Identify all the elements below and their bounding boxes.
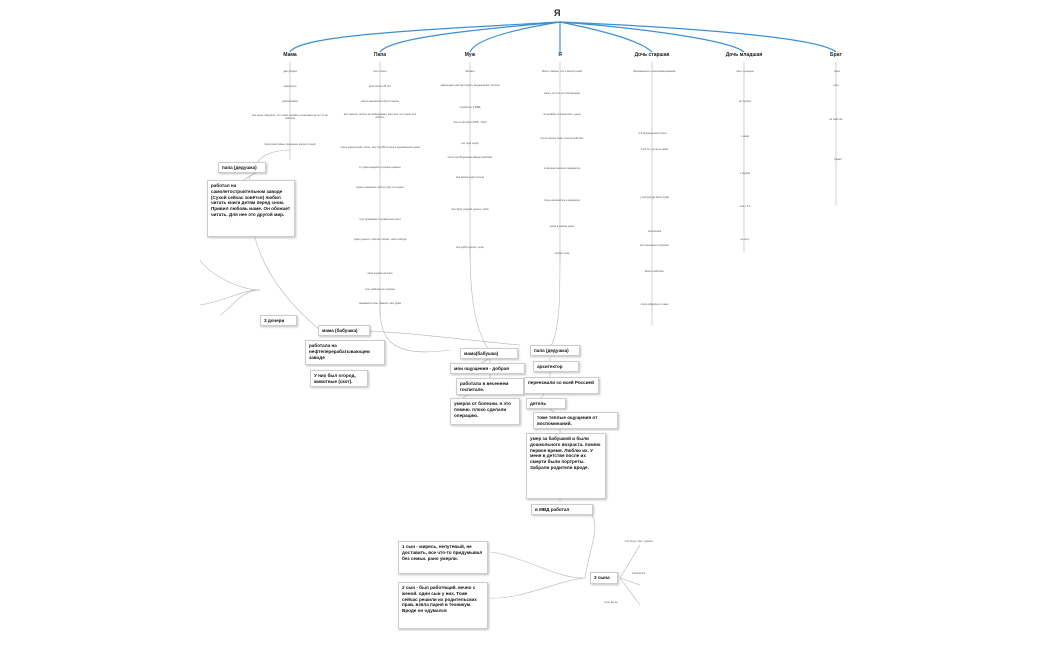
dst-node[interactable]: в 15 лет ушла из дома (640, 148, 669, 151)
col-papa[interactable]: Папа (373, 52, 387, 58)
grandpa-maternal-desc[interactable]: работал на самолетостроительном заводе (… (207, 180, 295, 237)
ya-node[interactable]: много тех кто на собственную (544, 92, 580, 95)
papa-node[interactable]: очень энергичный, очень, ему под 85 он е… (340, 146, 420, 149)
muzh-node[interactable]: все добро делал, один (456, 246, 484, 249)
worked-hospital-card[interactable]: работала в весеннем госпитале. (456, 378, 524, 395)
garden-card[interactable]: У них был огород, животные (скот). (310, 370, 368, 387)
mama-node[interactable]: два уборка (283, 70, 297, 73)
ya-node[interactable]: я начинал начинал занимался (543, 167, 581, 170)
warm-feelings-card[interactable]: тоже теплые ощущения от воспоминаний. (533, 412, 618, 429)
side-note[interactable]: 1 не было, был, уехала (624, 540, 653, 543)
grandma-paternal-card[interactable]: мама (бабушка) (318, 325, 370, 336)
mama-node[interactable]: домохозяйка (282, 100, 298, 103)
three-daughters-card[interactable]: 3 дочери (260, 315, 297, 326)
mvd-card[interactable]: в МВД работал (531, 504, 593, 515)
grandma-paternal-desc[interactable]: работала на нефтеперерабатывающем заводе (305, 340, 385, 365)
col-brat[interactable]: Брат (830, 52, 842, 58)
muzh-node[interactable]: был брат родной, деньги, свой (451, 208, 489, 211)
dml-node[interactable]: с мужем (739, 172, 751, 175)
dml-node[interactable]: не хочу (740, 238, 750, 241)
side-note[interactable]: 2 вернулся (631, 572, 646, 575)
papa-node[interactable]: ходил деньги, отвечал бизнес, никто всег… (353, 238, 407, 241)
papa-node[interactable]: начал заниматься был в школе (361, 100, 399, 103)
died-illness-card[interactable]: умерла от болезни. я это помню. плохо сд… (450, 398, 520, 425)
dml-node[interactable]: она с дочерью (736, 70, 754, 73)
my-feelings-card[interactable]: мои ощущения - добрая (450, 363, 525, 374)
brat-node[interactable]: отец (833, 84, 839, 87)
muzh-node[interactable]: Михаил (465, 70, 475, 73)
dml-node[interactable]: с нами (740, 135, 750, 138)
son2-card[interactable]: 2 сын - был работящий. вечно с женой. од… (398, 582, 488, 629)
muzh-node[interactable]: хотел на оборонном заводе работает (447, 156, 493, 159)
grandma-husband-card[interactable]: мама(бабушка) (460, 348, 518, 359)
papa-node[interactable]: всё хорошо, ничего не выбрасывал, взял в… (343, 113, 417, 120)
three-sons-card[interactable]: 3 сына (590, 572, 618, 584)
activist-card[interactable]: дятель (526, 398, 566, 409)
son1-card[interactable]: 1 сын - мирясь, непутевый, не доставить,… (398, 541, 488, 574)
dml-node[interactable]: она с 1-2 (739, 205, 751, 208)
dst-node[interactable]: Много работает (645, 270, 664, 273)
dml-node[interactable]: ее люблю (739, 100, 751, 103)
grandpa-maternal-card[interactable]: папа (дедушка) (218, 162, 266, 173)
brat-node[interactable]: ушел (833, 70, 841, 73)
dst-node[interactable]: отношения (647, 230, 662, 233)
mama-node[interactable]: была всей семьи, женщина, когда со мной (264, 143, 316, 146)
col-doch-mladshaya[interactable]: Дочь младшая (725, 52, 763, 58)
root-node[interactable]: Я (554, 8, 561, 18)
dst-node[interactable]: Беременность незапланированная (633, 70, 676, 73)
ya-node[interactable]: тогда начиналось в медицине (544, 199, 580, 202)
mama-node[interactable]: медсестра (283, 85, 297, 88)
grandpa-husband-card[interactable]: папа (дедушка) (530, 345, 580, 356)
papa-node[interactable]: (здесь наверное, жили) тому что нужно (356, 186, 404, 189)
ya-node[interactable]: по декабрь хозяина всех, денег (542, 113, 582, 116)
muzh-node[interactable]: был в лётной в 2008 - 2010 (453, 121, 487, 124)
architect-card[interactable]: архитектор (533, 361, 579, 372)
papa-node[interactable]: папа ходила на поле (367, 272, 393, 275)
col-mama[interactable]: Мама (283, 52, 297, 58)
moved-russia-card[interactable]: переезжали со всей Россией (524, 377, 599, 394)
muzh-node[interactable]: три года ходил (461, 142, 479, 145)
ya-node[interactable]: после школы сразу пошла работать (540, 137, 584, 140)
dst-node[interactable]: у неё всегда были дома (640, 196, 669, 199)
papa-node[interactable]: от дома свадьбы торговцы разных (359, 166, 401, 169)
papa-node[interactable]: врач более 28 лет (369, 85, 391, 88)
dst-node[interactable]: в 8 месяцев выступила (638, 132, 667, 135)
died-before-card[interactable]: умер за бабушкой и были дошкольного возр… (526, 433, 606, 499)
side-note[interactable]: если бы не (604, 601, 618, 604)
mama-node[interactable]: все жены говорили, что такая хозяйка, а … (252, 114, 328, 121)
ya-node[interactable]: жила в нашем доме (549, 225, 575, 228)
muzh-node[interactable]: уверенный, мастер спорта, выдающийся теп… (440, 84, 500, 87)
muzh-node[interactable]: отработал в МВД (459, 106, 481, 109)
dst-node[interactable]: стала общаться с нами (640, 303, 669, 306)
col-ya[interactable]: Я (558, 52, 562, 58)
dst-node[interactable]: Её отношения хорошие (640, 244, 669, 247)
papa-node[interactable]: есть ребенок на стороне (365, 288, 395, 291)
ya-node[interactable]: Много говорю, что я мысли резки (541, 70, 583, 73)
col-muzh[interactable]: Муж (464, 52, 476, 58)
col-doch-starshaya[interactable]: Дочь старшая (634, 52, 670, 58)
muzh-node[interactable]: всё время ходит молча (456, 176, 484, 179)
brat-node[interactable]: узнает (834, 158, 842, 161)
ya-node[interactable]: сейчас тоже (554, 252, 570, 255)
papa-node[interactable]: всё строил (373, 70, 387, 73)
papa-node[interactable]: назывался конь, бывало, все дома (358, 302, 401, 305)
brat-node[interactable]: он работал (829, 118, 843, 121)
papa-node[interactable]: трус призвание отправление всего (359, 218, 401, 221)
